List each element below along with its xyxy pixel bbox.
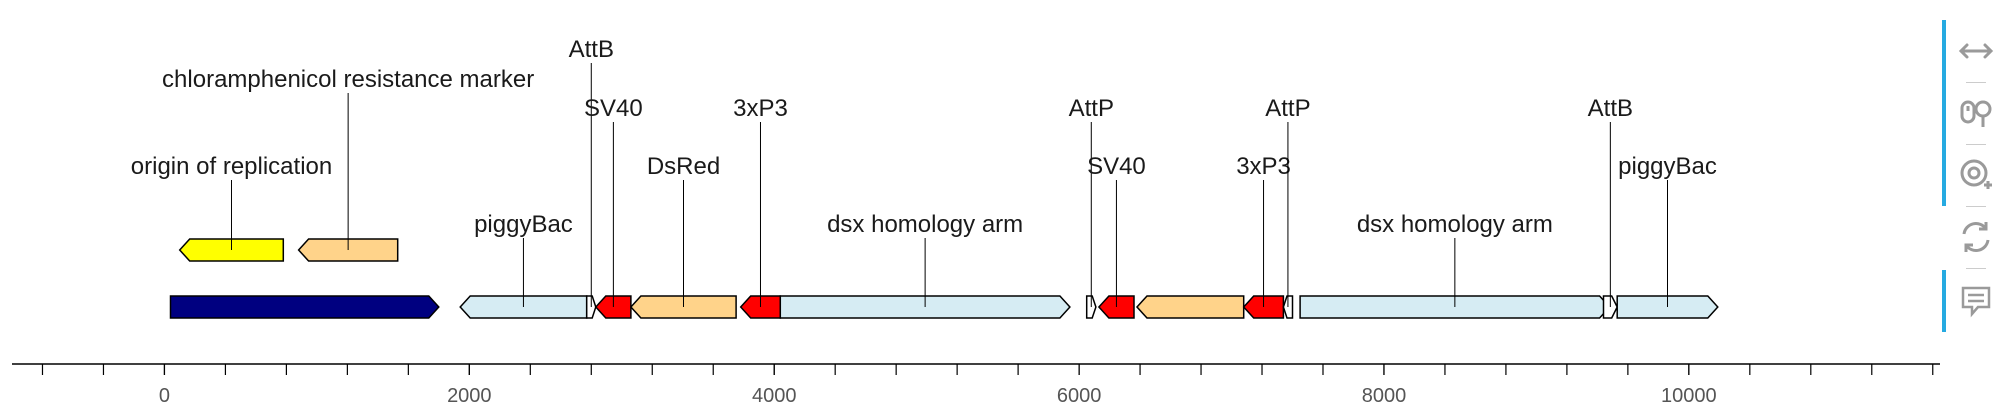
toolbar-group-bar [1942, 144, 1946, 206]
toolbar-separator [1966, 82, 1986, 83]
axis-tick-label: 6000 [1057, 385, 1102, 407]
feature-label: AttB [1588, 95, 1633, 122]
feature-label: SV40 [584, 95, 643, 122]
feature-label: dsx homology arm [827, 211, 1023, 238]
feature-label: chloramphenicol resistance marker [162, 66, 534, 93]
hover-tooltip-icon[interactable] [1956, 281, 1996, 321]
toolbar-group-bar [1942, 82, 1946, 144]
feature-label: AttB [569, 36, 614, 63]
toolbar [1942, 20, 2002, 340]
axis-tick-label: 0 [159, 385, 170, 407]
labels-layer: origin of replication chloramphenicol res… [131, 36, 1717, 307]
x-axis: 0 2000 4000 6000 8000 10000 [12, 363, 1940, 407]
axis-tick-label: 8000 [1362, 385, 1407, 407]
axis-tick-label: 10000 [1661, 385, 1717, 407]
feature-label: 3xP3 [1236, 153, 1291, 180]
feature-cds2[interactable] [1135, 295, 1245, 319]
features-layer [169, 238, 1719, 319]
toolbar-separator [1966, 206, 1986, 207]
toolbar-separator [1966, 268, 1986, 269]
zoom-in-icon[interactable] [1956, 155, 1996, 195]
feature-label: DsRed [647, 153, 720, 180]
feature-label: piggyBac [1618, 153, 1717, 180]
sequence-map: origin of replication chloramphenicol res… [12, 36, 1940, 407]
feature-label: AttP [1265, 95, 1310, 122]
feature-label: AttP [1069, 95, 1114, 122]
feature-label: piggyBac [474, 211, 573, 238]
feature-label: dsx homology arm [1357, 211, 1553, 238]
reset-icon[interactable] [1956, 217, 1996, 257]
axis-tick-label: 4000 [752, 385, 797, 407]
feature-label: origin of replication [131, 153, 332, 180]
feature-label: SV40 [1087, 153, 1146, 180]
feature-backbone[interactable] [169, 295, 440, 319]
feature-label: 3xP3 [733, 95, 788, 122]
pan-icon[interactable] [1956, 31, 1996, 71]
axis-tick-label: 2000 [447, 385, 492, 407]
toolbar-separator [1966, 144, 1986, 145]
wheel-zoom-icon[interactable] [1956, 93, 1996, 133]
toolbar-group-bar [1942, 270, 1946, 332]
toolbar-group-bar [1942, 20, 1946, 82]
